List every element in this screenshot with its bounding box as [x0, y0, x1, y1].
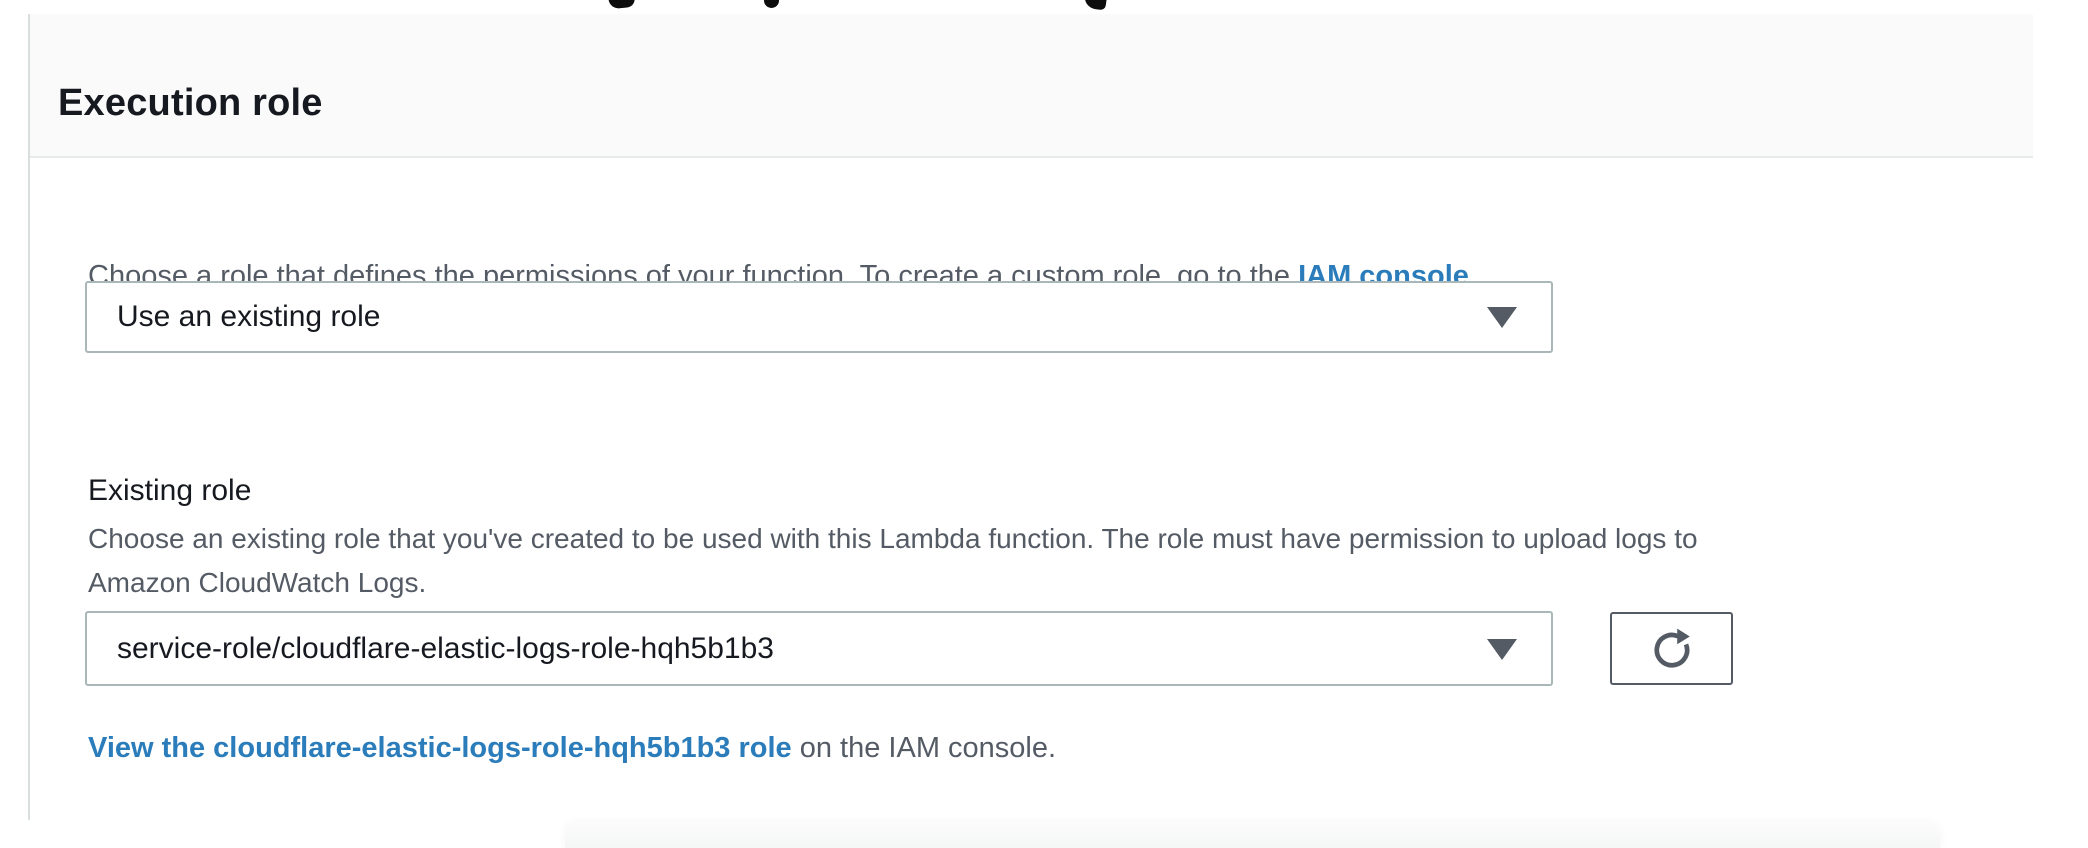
existing-role-label: Existing role: [88, 474, 252, 507]
existing-role-description-line2: Amazon CloudWatch Logs.: [88, 567, 427, 598]
bottom-panel-edge: [565, 822, 1940, 848]
refresh-roles-button[interactable]: [1610, 612, 1733, 685]
refresh-icon: [1654, 628, 1690, 668]
view-role-link[interactable]: View the cloudflare-elastic-logs-role-hq…: [88, 732, 792, 764]
view-role-suffix: on the IAM console.: [791, 732, 1057, 764]
panel-header: [30, 14, 2033, 158]
cropped-heading-fragment: [1083, 0, 1107, 11]
role-source-selected-value: Use an existing role: [117, 300, 381, 333]
existing-role-description: Choose an existing role that you've crea…: [88, 517, 1698, 605]
cropped-heading-fragment: [764, 0, 779, 8]
caret-down-icon: [1487, 307, 1517, 328]
existing-role-selected-value: service-role/cloudflare-elastic-logs-rol…: [117, 631, 774, 665]
cropped-heading-fragment: [608, 0, 636, 10]
section-title: Execution role: [58, 81, 323, 124]
role-source-help-suffix: .: [1468, 260, 1477, 292]
role-source-select[interactable]: Use an existing role: [85, 281, 1553, 353]
panel-left-border: [28, 14, 30, 820]
existing-role-select[interactable]: service-role/cloudflare-elastic-logs-rol…: [85, 611, 1553, 686]
caret-down-icon: [1487, 638, 1517, 660]
view-role-line: View the cloudflare-elastic-logs-role-hq…: [88, 732, 1056, 765]
existing-role-description-line1: Choose an existing role that you've crea…: [88, 523, 1698, 554]
